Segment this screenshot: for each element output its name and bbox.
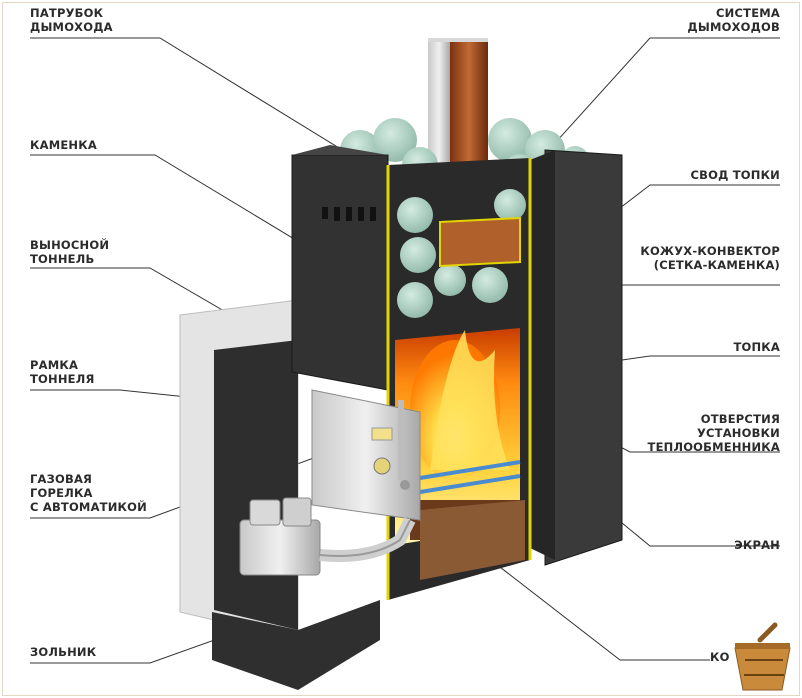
label-stone-box: КАМЕНКА (30, 138, 97, 152)
label-line: ТЕПЛООБМЕННИКА (647, 440, 780, 454)
leader-tunnel-frame (30, 389, 198, 399)
label-gas-burner: ГАЗОВАЯ ГОРЕЛКА С АВТОМАТИКОЙ (30, 472, 147, 514)
label-line: ГАЗОВАЯ (30, 472, 93, 486)
label-line: ГОРЕЛКА (30, 486, 93, 500)
label-line: КО (710, 650, 730, 664)
label-line: ВЫНОСНОЙ (30, 238, 110, 252)
label-line: СИСТЕМА (716, 6, 780, 20)
label-line: РАМКА (30, 358, 79, 372)
label-line: ОТВЕРСТИЯ (700, 412, 780, 426)
label-line: ЭКРАН (734, 538, 780, 552)
label-screen: ЭКРАН (734, 538, 780, 552)
label-line: ТОПКА (733, 340, 780, 354)
label-ash-box: ЗОЛЬНИК (30, 645, 96, 659)
leader-lines (30, 37, 780, 664)
label-line: ЗОЛЬНИК (30, 645, 97, 659)
label-heat-exchanger-holes: ОТВЕРСТИЯ УСТАНОВКИ ТЕПЛООБМЕННИКА (648, 412, 780, 454)
label-chimney-system: СИСТЕМА ДЫМОХОДОВ (687, 6, 780, 34)
label-line: ПАТРУБОК (30, 6, 104, 20)
label-chimney-pipe: ПАТРУБОК ДЫМОХОДА (30, 6, 113, 34)
label-line: ДЫМОХОДОВ (687, 20, 780, 34)
label-firebox: ТОПКА (733, 340, 780, 354)
label-grate-partial: КО (710, 650, 730, 664)
label-line: КОЖУХ-КОНВЕКТОР (640, 244, 780, 258)
label-line: ТОННЕЛЬ (30, 252, 95, 266)
burner-panel (311, 389, 421, 521)
label-line: ТОННЕЛЯ (30, 372, 95, 386)
tunnel-frame-shape (179, 299, 299, 641)
label-convector-casing: КОЖУХ-КОНВЕКТОР (СЕТКА-КАМЕНКА) (640, 244, 780, 272)
label-tunnel-frame: РАМКА ТОННЕЛЯ (30, 358, 95, 386)
label-line: С АВТОМАТИКОЙ (30, 500, 147, 514)
label-line: ДЫМОХОДА (30, 20, 113, 34)
ash-box-shape (212, 600, 380, 690)
label-line: (СЕТКА-КАМЕНКА) (653, 258, 780, 272)
label-firebox-vault: СВОД ТОПКИ (691, 168, 781, 182)
leader-grate (464, 539, 710, 661)
label-line: КАМЕНКА (30, 138, 97, 152)
gas-automation (239, 497, 416, 576)
label-line: УСТАНОВКИ (696, 426, 780, 440)
label-remote-tunnel: ВЫНОСНОЙ ТОННЕЛЬ (30, 238, 109, 266)
label-line: СВОД ТОПКИ (690, 168, 780, 182)
stove-body (291, 145, 623, 600)
bucket-logo-icon (734, 622, 791, 691)
